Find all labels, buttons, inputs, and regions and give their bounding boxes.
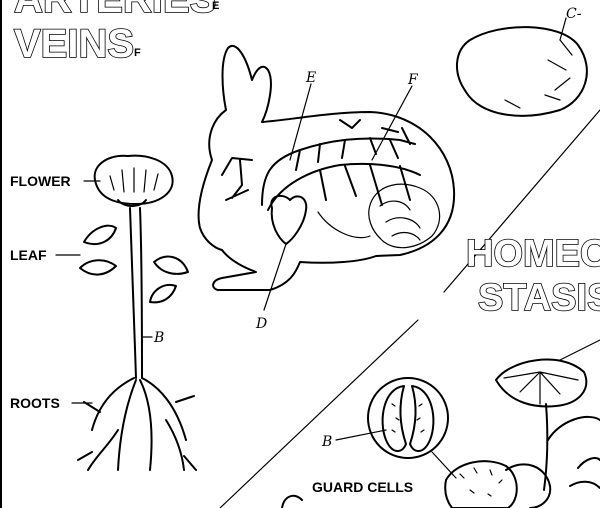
plant-label-leaf: LEAF: [10, 247, 47, 263]
leader-guard-cells: [432, 452, 456, 478]
leader-d: [264, 244, 286, 310]
plant-illustration: [78, 156, 196, 470]
title-arteries-sub: E: [212, 0, 219, 12]
stoma-caption: GUARD CELLS: [312, 479, 413, 495]
title-homeostasis-1: HOMEO: [466, 233, 600, 275]
label-d: D: [255, 316, 267, 332]
plant-label-roots: ROOTS: [10, 395, 60, 411]
title-veins-sub: F: [134, 47, 141, 59]
plant-label-b: B: [153, 330, 164, 346]
leader-e: [290, 84, 311, 160]
label-e: E: [305, 70, 316, 86]
corner-label-c: C-: [566, 6, 582, 22]
label-f: F: [407, 72, 419, 88]
title-veins: VEINS: [14, 22, 134, 66]
plant-label-flower: FLOWER: [10, 173, 71, 189]
guard-cells-illustration: [368, 378, 448, 458]
leader-stoma-b: [336, 430, 386, 440]
stoma-label-b: B: [321, 434, 332, 450]
organ-blob: [457, 27, 587, 116]
title-homeostasis-2: STASIS: [478, 277, 600, 319]
leader-f: [372, 86, 412, 160]
title-arteries: ARTERIES: [14, 0, 216, 21]
